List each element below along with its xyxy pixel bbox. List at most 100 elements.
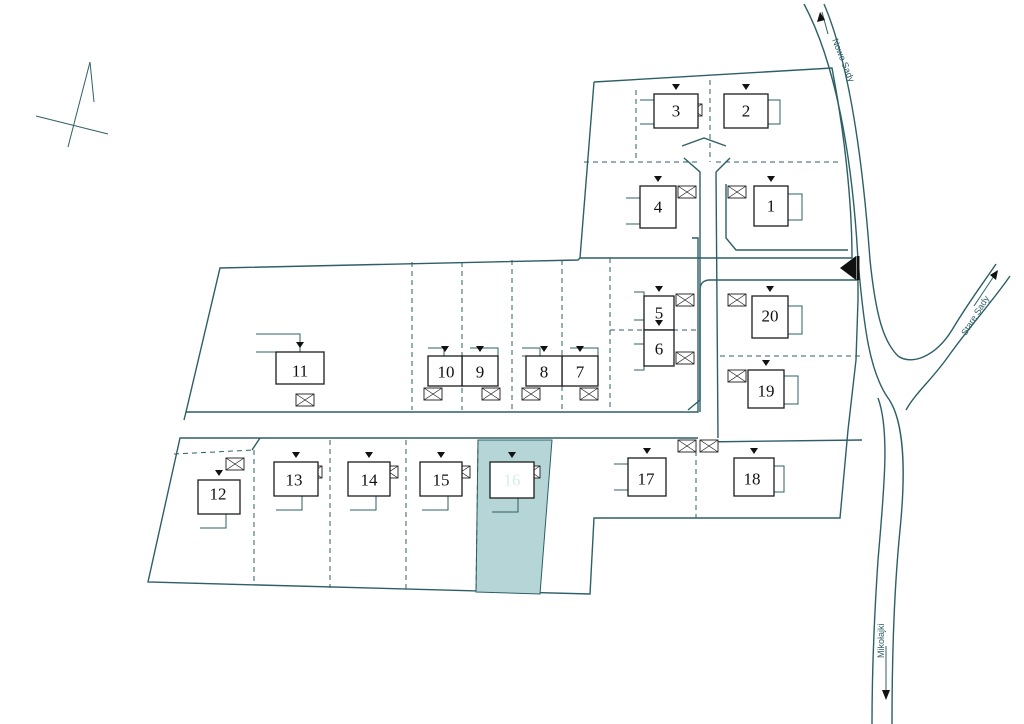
yard-outline bbox=[788, 193, 803, 221]
lot-9[interactable]: 9 bbox=[461, 346, 501, 401]
house-7[interactable] bbox=[561, 355, 599, 387]
lot-5[interactable]: 5 bbox=[634, 286, 695, 331]
entrance-arrow-icon bbox=[476, 346, 484, 352]
yard-outline bbox=[626, 197, 641, 225]
lot-dividers bbox=[173, 80, 860, 593]
garage-icon bbox=[675, 293, 695, 307]
entrance-arrow-icon bbox=[654, 176, 662, 182]
house-19[interactable] bbox=[747, 369, 785, 409]
garage-icon bbox=[675, 351, 695, 365]
lot-number: 18 bbox=[744, 470, 761, 489]
roads bbox=[803, 3, 1011, 724]
yard-outline bbox=[614, 463, 629, 491]
lot-18[interactable]: 18 bbox=[699, 439, 785, 497]
garage-icon bbox=[225, 457, 245, 471]
yard-outline bbox=[350, 495, 377, 511]
entrance-arrow-icon bbox=[655, 286, 663, 292]
lot-number: 4 bbox=[654, 198, 663, 217]
lot-number: 20 bbox=[762, 307, 779, 326]
lot-number: 16 bbox=[504, 471, 521, 490]
house-11[interactable] bbox=[275, 351, 325, 385]
lot-10[interactable]: 10 bbox=[423, 346, 463, 401]
yard-outline bbox=[200, 513, 227, 529]
house-9[interactable] bbox=[461, 355, 499, 387]
yard-outline bbox=[768, 99, 781, 125]
entrance-arrow-icon bbox=[643, 448, 651, 454]
house-18[interactable] bbox=[733, 457, 775, 497]
entrance-arrow-icon bbox=[672, 84, 680, 90]
garage-icon bbox=[481, 387, 501, 401]
yard-outline bbox=[772, 465, 785, 493]
garage-icon bbox=[727, 369, 747, 383]
lot-16[interactable]: 16 bbox=[489, 452, 541, 513]
entrance-arrow-icon bbox=[766, 286, 774, 292]
house-10[interactable] bbox=[427, 355, 463, 387]
house-1[interactable] bbox=[753, 185, 789, 227]
house-13[interactable] bbox=[273, 461, 319, 497]
lot-number: 9 bbox=[476, 363, 485, 382]
house-4[interactable] bbox=[639, 185, 677, 229]
entrance-arrow-icon bbox=[742, 84, 750, 90]
lot-3[interactable]: 3 bbox=[640, 84, 703, 129]
yard-outline bbox=[470, 347, 499, 357]
lot-number: 2 bbox=[742, 102, 751, 121]
lot-11[interactable]: 11 bbox=[256, 333, 325, 407]
lot-7[interactable]: 7 bbox=[561, 346, 599, 401]
lot-number: 6 bbox=[655, 340, 664, 359]
yard-outline bbox=[788, 305, 803, 335]
house-12[interactable] bbox=[197, 479, 241, 515]
lot-8[interactable]: 8 bbox=[521, 346, 563, 401]
lot-number: 14 bbox=[361, 471, 379, 490]
lot-number: 12 bbox=[210, 485, 227, 504]
lot-13[interactable]: 13 bbox=[273, 452, 323, 511]
garage-icon bbox=[677, 185, 697, 199]
house-15[interactable] bbox=[419, 461, 463, 497]
yard-outline bbox=[422, 495, 449, 511]
lot-12[interactable]: 12 bbox=[197, 457, 245, 529]
lot-number: 10 bbox=[438, 363, 455, 382]
entrance-arrow-icon bbox=[365, 452, 373, 458]
lot-19[interactable]: 19 bbox=[727, 360, 799, 409]
lot-15[interactable]: 15 bbox=[419, 452, 471, 511]
lot-number: 11 bbox=[292, 362, 308, 381]
garage-icon bbox=[295, 393, 315, 407]
house-17[interactable] bbox=[627, 457, 667, 497]
lot-number: 8 bbox=[540, 363, 549, 382]
lot-number: 15 bbox=[433, 471, 450, 490]
lot-2[interactable]: 2 bbox=[723, 84, 781, 129]
lot-number: 3 bbox=[672, 102, 681, 121]
house-6[interactable] bbox=[643, 329, 675, 367]
entrance-arrow-icon bbox=[576, 346, 584, 352]
house-2[interactable] bbox=[723, 93, 769, 129]
lot-4[interactable]: 4 bbox=[626, 176, 697, 229]
lot-6[interactable]: 6 bbox=[634, 320, 695, 371]
lot-number: 7 bbox=[576, 363, 585, 382]
yard-outline bbox=[634, 343, 645, 371]
yard-outline bbox=[522, 347, 541, 357]
entrance-arrow-icon bbox=[750, 448, 758, 454]
entrance-arrow-icon bbox=[296, 342, 304, 348]
garage-icon bbox=[699, 439, 719, 453]
house-8[interactable] bbox=[525, 355, 563, 387]
lot-number: 5 bbox=[655, 304, 664, 323]
lot-17[interactable]: 17 bbox=[614, 439, 697, 497]
house-20[interactable] bbox=[751, 295, 789, 339]
house-16[interactable] bbox=[489, 461, 535, 499]
entrance-arrow-icon bbox=[767, 176, 775, 182]
site-boundary bbox=[147, 67, 863, 595]
entrance-arrow-icon bbox=[508, 452, 516, 458]
yard-outline bbox=[570, 347, 599, 357]
house-3[interactable] bbox=[653, 93, 699, 129]
yard-outline bbox=[784, 375, 799, 405]
garage-icon bbox=[727, 185, 747, 199]
yard-outline bbox=[428, 347, 445, 357]
lot-14[interactable]: 14 bbox=[347, 452, 399, 511]
entrance-arrow-icon bbox=[215, 470, 223, 476]
house-14[interactable] bbox=[347, 461, 391, 497]
main-entrance-icon bbox=[840, 256, 856, 280]
entrance-arrow-icon bbox=[655, 320, 663, 326]
entrance-arrow-icon bbox=[762, 360, 770, 366]
lot-1[interactable]: 1 bbox=[727, 176, 803, 227]
lot-20[interactable]: 20 bbox=[727, 286, 803, 339]
